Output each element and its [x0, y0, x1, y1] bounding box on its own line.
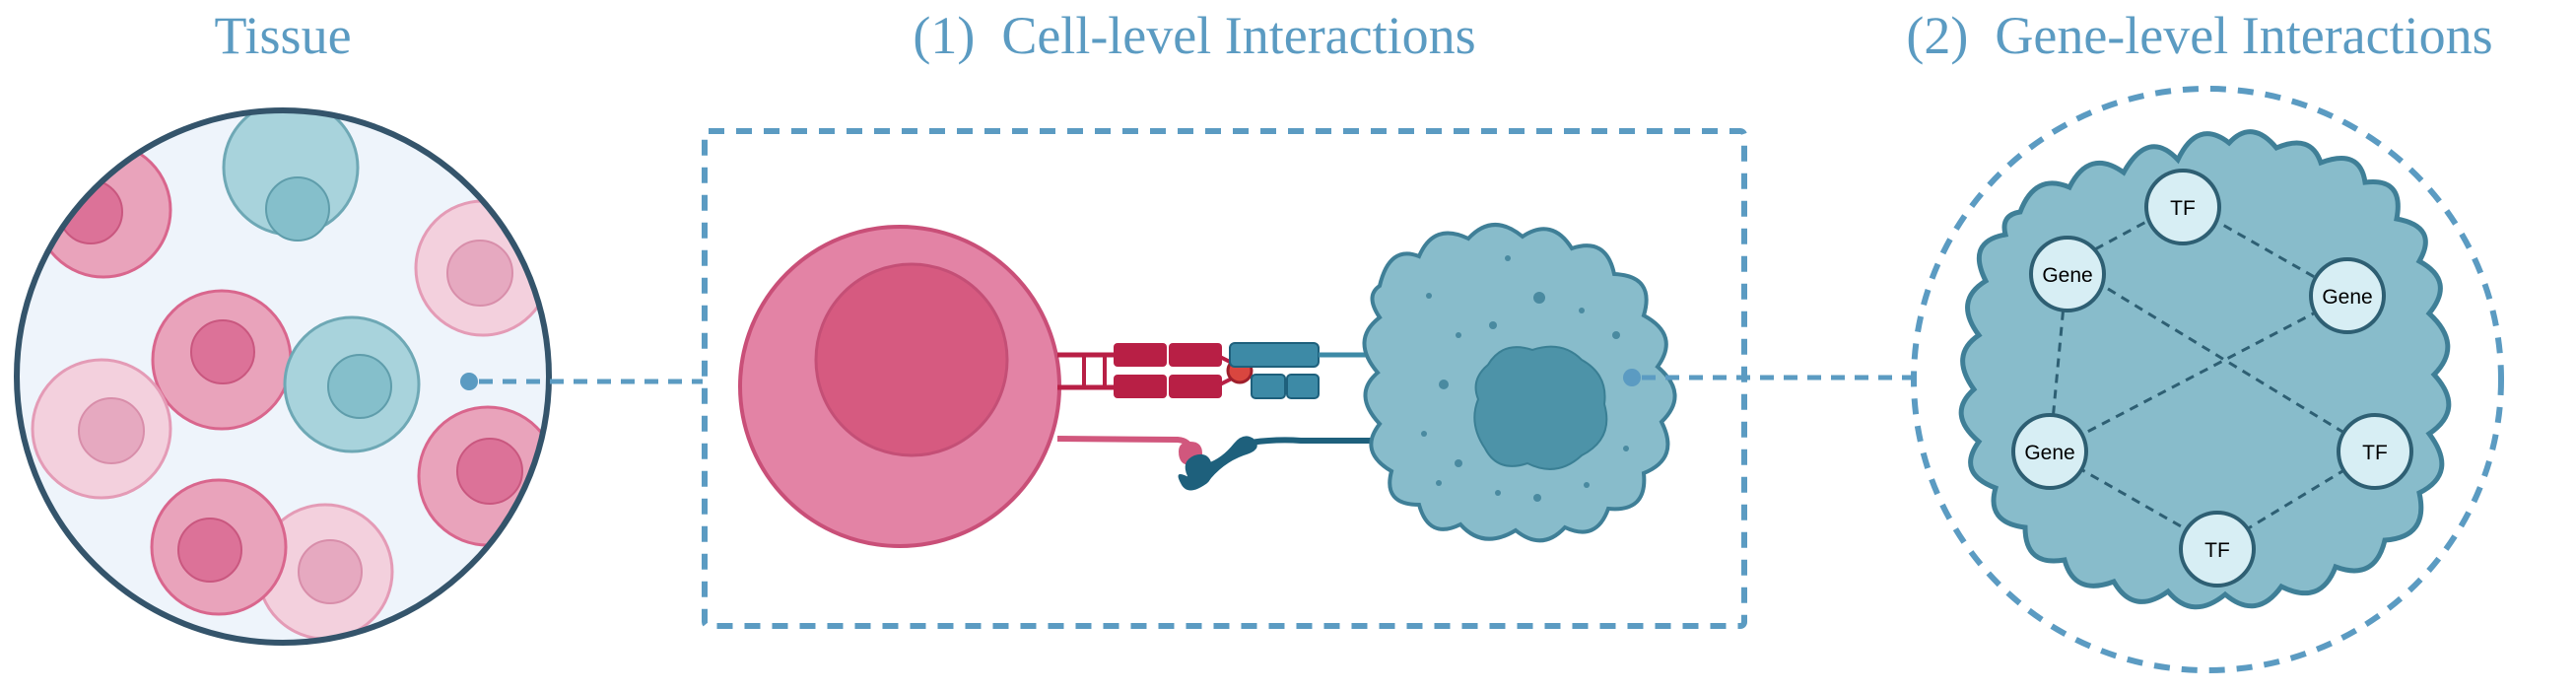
tissue-cell-pale: [414, 199, 549, 337]
node-label: TF: [2362, 442, 2388, 464]
node-tf: TF: [2179, 511, 2256, 588]
ligand-receptor-pair: [1056, 436, 1378, 491]
teal-cell-granules: [1421, 255, 1639, 502]
tissue-cell-pink: [151, 289, 293, 431]
gene-network-nodes: TF Gene Gene Gene TF TF: [2011, 169, 2413, 588]
tissue-cell-teal: [283, 315, 421, 453]
pink-cell: [738, 225, 1061, 548]
teal-cell-focus-dot: [1623, 369, 1641, 386]
gene-level-dashed-circle: [1911, 86, 2504, 673]
pink-cell-nucleus: [814, 262, 1009, 457]
receptor-complex: [1057, 342, 1373, 399]
node-label: Gene: [2024, 442, 2074, 464]
tissue-cell-teal: [222, 110, 360, 242]
tissue-cell-pink: [150, 478, 288, 616]
node-gene: Gene: [2309, 257, 2386, 334]
node-label: TF: [2204, 539, 2230, 562]
teal-cell-nucleus: [1473, 345, 1608, 470]
node-label: TF: [2170, 197, 2196, 220]
node-gene: Gene: [2011, 413, 2088, 490]
gene-level-title: (2) Gene-level Interactions: [1906, 6, 2492, 65]
gene-level-panel: TF Gene Gene Gene TF TF: [1911, 86, 2504, 673]
node-tf: TF: [2337, 413, 2413, 490]
tissue-cell-pale: [31, 358, 172, 500]
tissue-title: Tissue: [214, 6, 351, 65]
tissue-focus-dot: [460, 373, 478, 390]
teal-cell: [1362, 223, 1677, 543]
node-gene: Gene: [2029, 236, 2106, 312]
tissue-cell-pink: [417, 405, 549, 547]
tissue-cell-pale: [256, 503, 394, 641]
tissue-cell-pink: [34, 141, 172, 279]
node-tf: TF: [2144, 169, 2221, 245]
node-label: Gene: [2322, 286, 2372, 309]
cell-level-title: (1) Cell-level Interactions: [913, 6, 1475, 65]
tissue-border: [14, 107, 552, 646]
node-label: Gene: [2042, 264, 2092, 287]
tissue-panel: [14, 107, 552, 646]
cell-level-panel: [702, 128, 1747, 629]
